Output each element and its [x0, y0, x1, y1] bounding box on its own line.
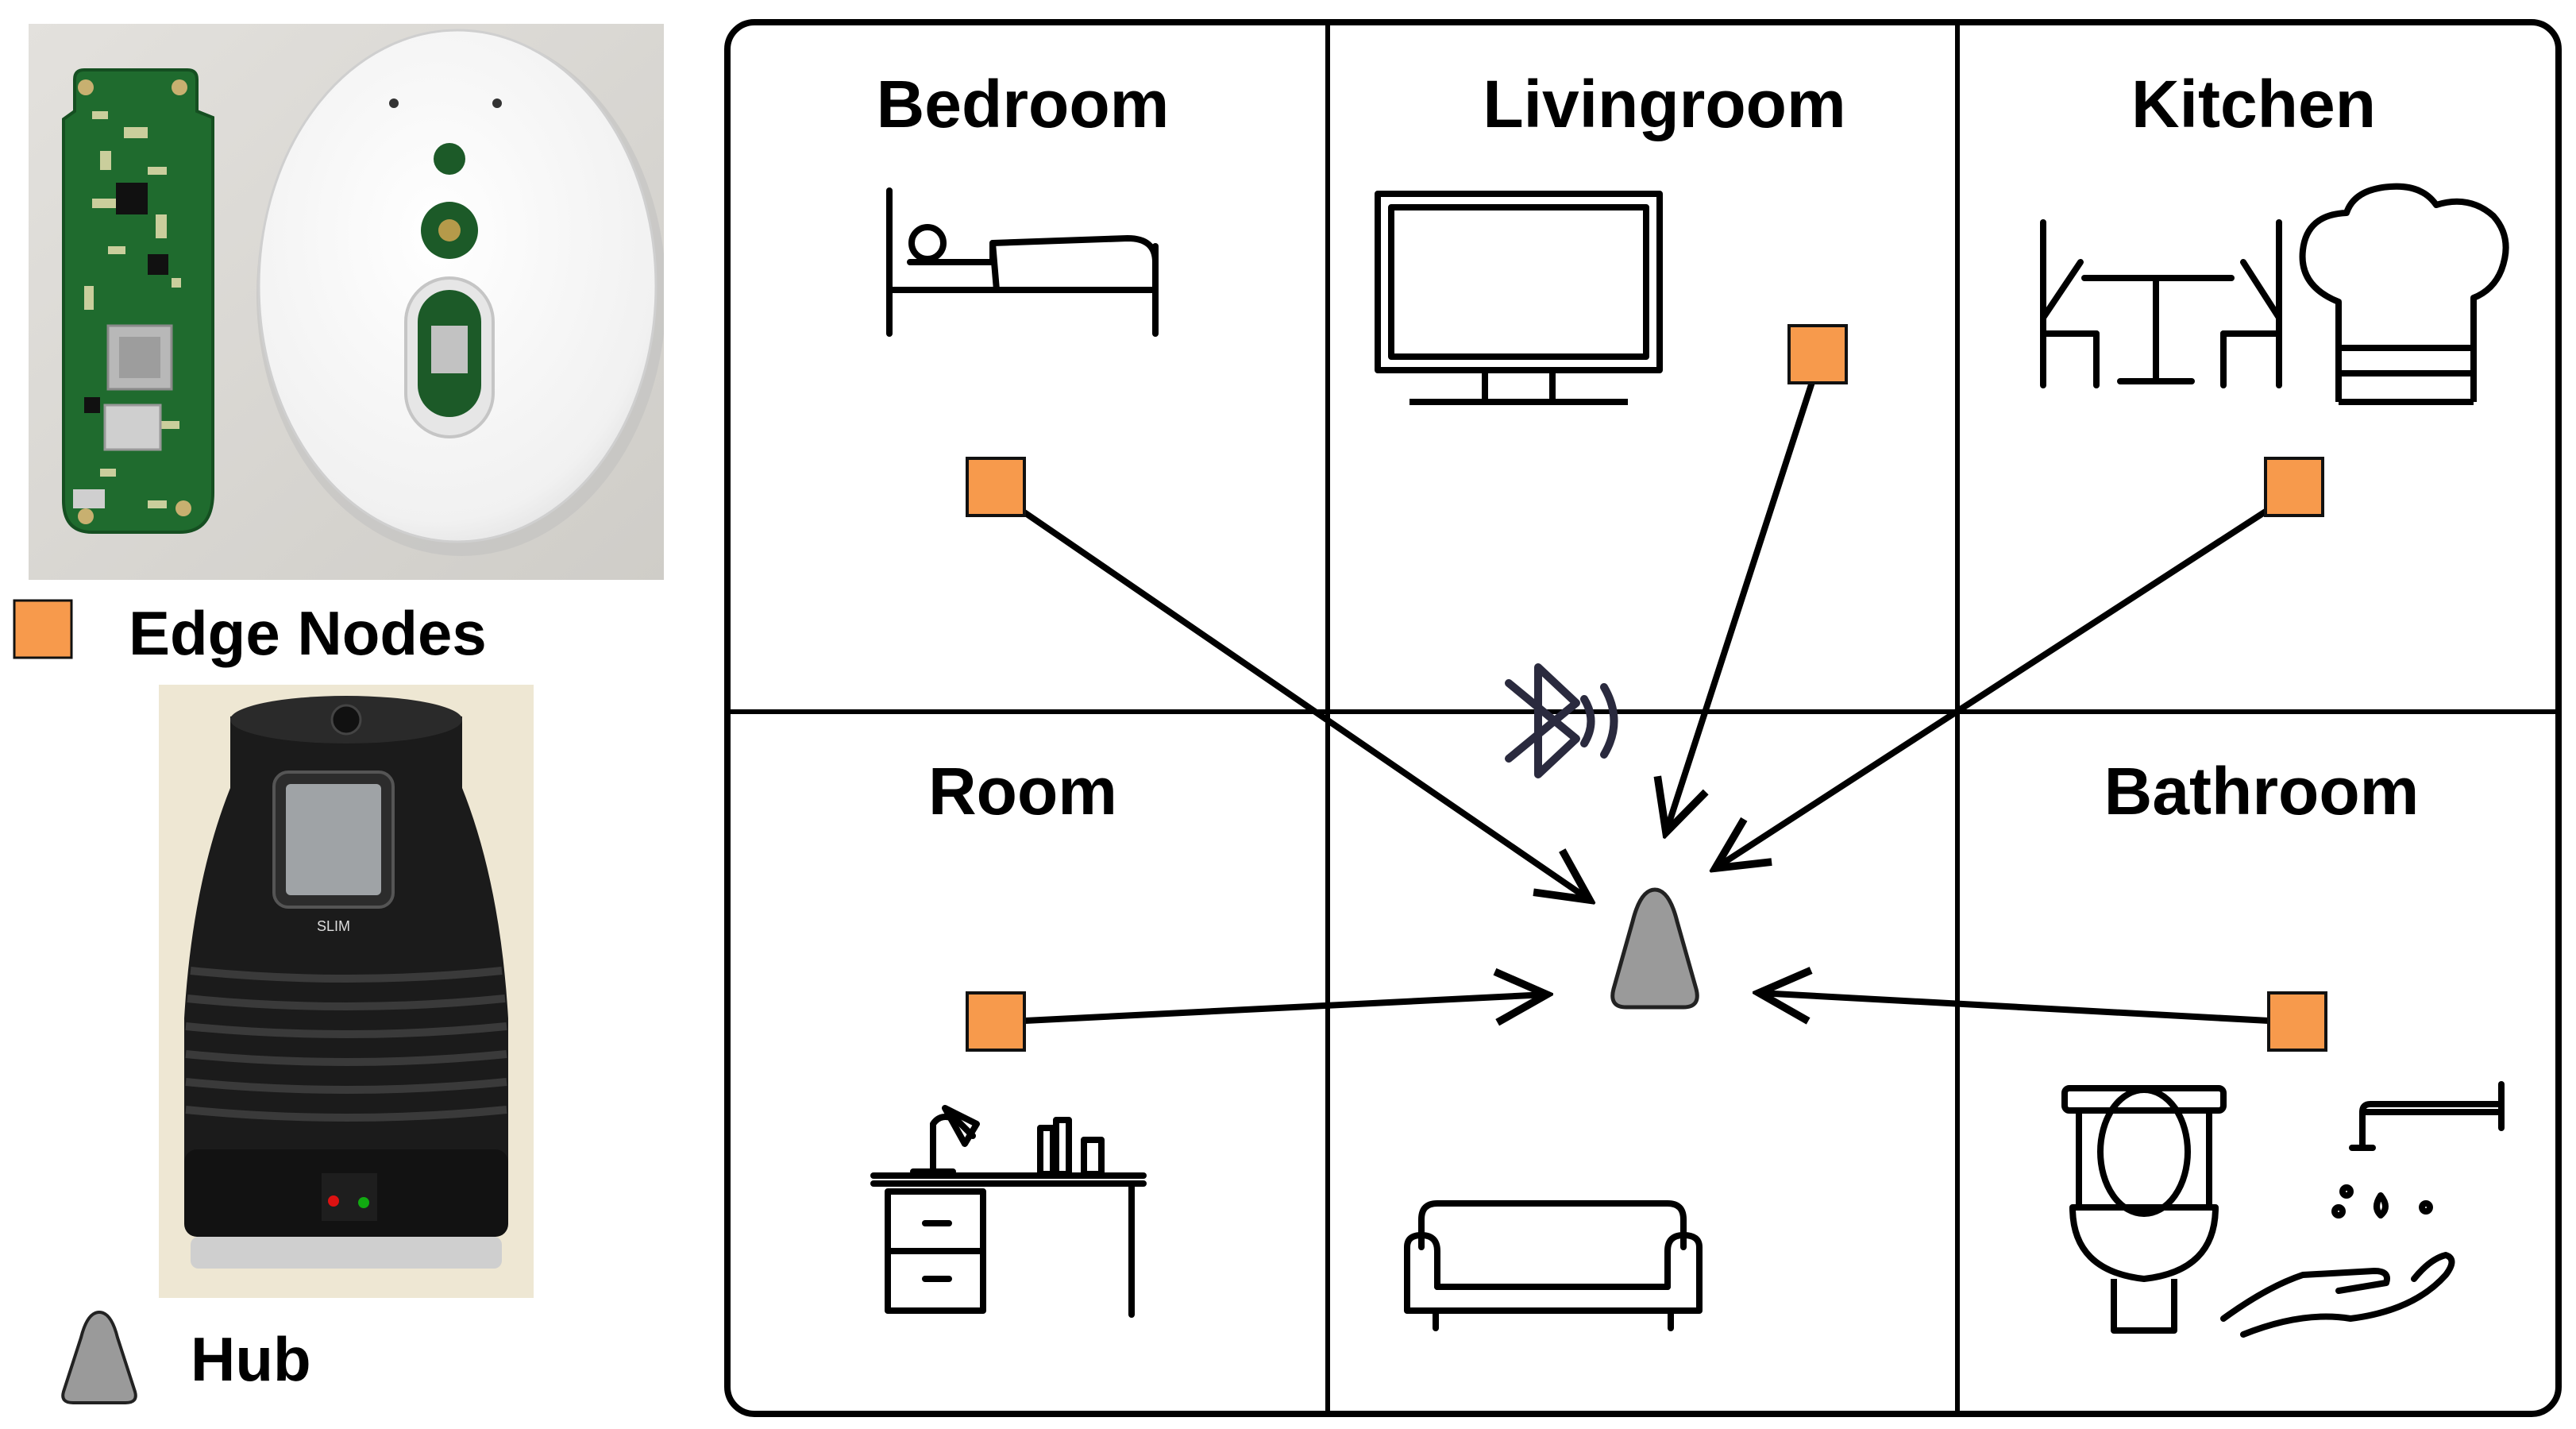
arrow-livingroom-to-hub: [1666, 378, 1816, 832]
room-label-kitchen: Kitchen: [2131, 67, 2376, 141]
dining-table-icon: [2040, 219, 2282, 388]
toilet-icon: [2061, 1085, 2227, 1334]
room-label-bedroom: Bedroom: [877, 67, 1170, 141]
edge-node-bedroom: [966, 457, 1026, 517]
edge-node-photo: [29, 24, 664, 580]
sofa-icon: [1404, 1200, 1703, 1331]
edge-node-bathroom: [2267, 991, 2327, 1052]
edge-node-legend-icon: [13, 599, 73, 659]
desk-icon: [870, 1105, 1147, 1318]
arrow-bedroom-to-hub: [1022, 509, 1590, 900]
room-label-livingroom: Livingroom: [1483, 67, 1845, 141]
edge-node-enclosure: [256, 29, 664, 556]
edge-node-room: [966, 991, 1026, 1052]
tv-icon: [1375, 191, 1663, 405]
hand-wash-icon: [2220, 1081, 2505, 1338]
arrow-kitchen-to-hub: [1715, 508, 2268, 868]
edge-node-livingroom: [1787, 324, 1848, 384]
arrow-bathroom-to-hub: [1759, 993, 2269, 1021]
hub-legend-icon: [61, 1310, 137, 1404]
pcb-board: [62, 68, 214, 534]
hub-device: SLIM: [184, 696, 508, 1269]
hub-legend-label: Hub: [191, 1324, 311, 1394]
hub-marker: [1610, 887, 1699, 1010]
edge-nodes-legend-label: Edge Nodes: [129, 598, 487, 668]
bluetooth-icon: [1505, 663, 1618, 778]
bed-icon: [886, 187, 1159, 337]
connection-arrows: [1022, 378, 2269, 1021]
floor-plan-frame: [724, 19, 2562, 1417]
hub-brand-text: SLIM: [317, 918, 350, 934]
chef-hat-icon: [2299, 183, 2509, 405]
arrow-room-to-hub: [1024, 995, 1547, 1021]
room-label-room: Room: [928, 754, 1117, 828]
room-label-bathroom: Bathroom: [2104, 754, 2420, 828]
edge-node-kitchen: [2264, 457, 2324, 517]
hub-photo: SLIM: [159, 685, 534, 1298]
edge-node-photo-drawing: [29, 24, 664, 580]
edge-nodes: [966, 324, 2327, 1052]
hub-photo-drawing: SLIM: [159, 685, 534, 1298]
